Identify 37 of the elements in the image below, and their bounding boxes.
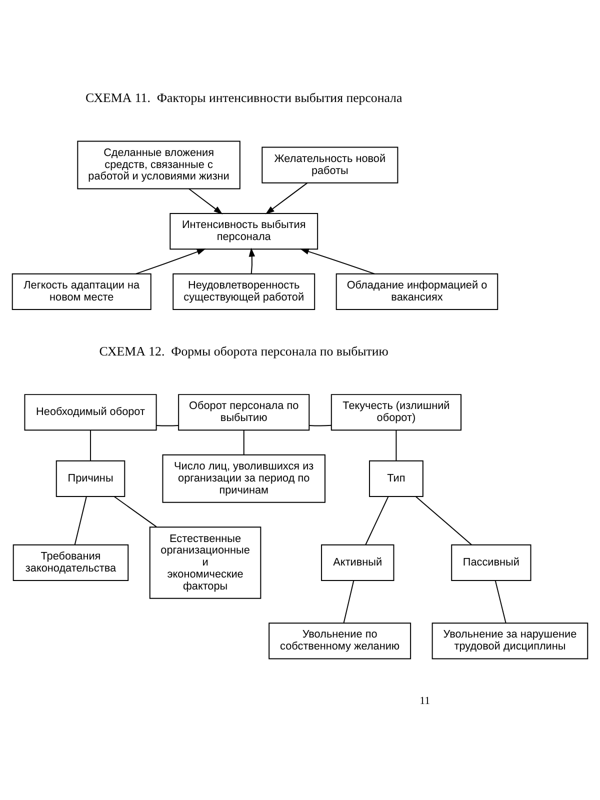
connector (308, 424, 332, 426)
connector (90, 430, 92, 462)
node-box: Увольнение за нарушение трудовой дисциплины (432, 622, 588, 660)
node-box: Текучесть (излишний оборот) (330, 394, 462, 431)
node-box: Желательность новой работы (262, 146, 398, 184)
connector (74, 496, 87, 546)
node-box: Пассивный (451, 544, 532, 582)
node-box: Легкость адаптации на новом месте (12, 273, 152, 310)
node-box: Число лиц, уволившихся из организации за период по причинам (162, 454, 326, 503)
node-box: Неудовлетворенность существующей работой (172, 273, 316, 310)
connector (415, 496, 472, 546)
connector (396, 430, 397, 462)
node-box: Требования законодательства (12, 544, 129, 582)
node-box: Обладание информацией о вакансиях (336, 273, 498, 310)
node-box: Необходимый оборот (24, 394, 157, 431)
connector (494, 580, 506, 624)
arrow (300, 248, 375, 274)
arrow (248, 248, 256, 274)
arrow (135, 248, 206, 274)
node-box: Тип (369, 460, 424, 497)
node-box: Сделанные вложения средств, связанные с работой и условиями жизни (77, 140, 240, 190)
connector (243, 430, 244, 456)
connector (114, 496, 157, 528)
node-box: Увольнение по собственному желанию (268, 622, 412, 660)
arrow (188, 188, 223, 214)
node-box: Естественные организационные и экономические факторы (149, 526, 262, 599)
label: СХЕМА 12. Формы оборота персонала по выбытию (99, 344, 388, 358)
node-box: Оборот персонала по выбытию (178, 394, 310, 431)
connector (365, 496, 389, 546)
label: СХЕМА 11. Факторы интенсивности выбытия персонала (86, 91, 402, 106)
connector (156, 424, 179, 426)
node-box: Активный (321, 544, 394, 582)
node-box: Интенсивность выбытия персонала (170, 213, 318, 250)
arrow (265, 182, 308, 214)
label: 11 (420, 695, 430, 708)
node-box: Причины (56, 460, 126, 497)
connector (343, 580, 354, 624)
